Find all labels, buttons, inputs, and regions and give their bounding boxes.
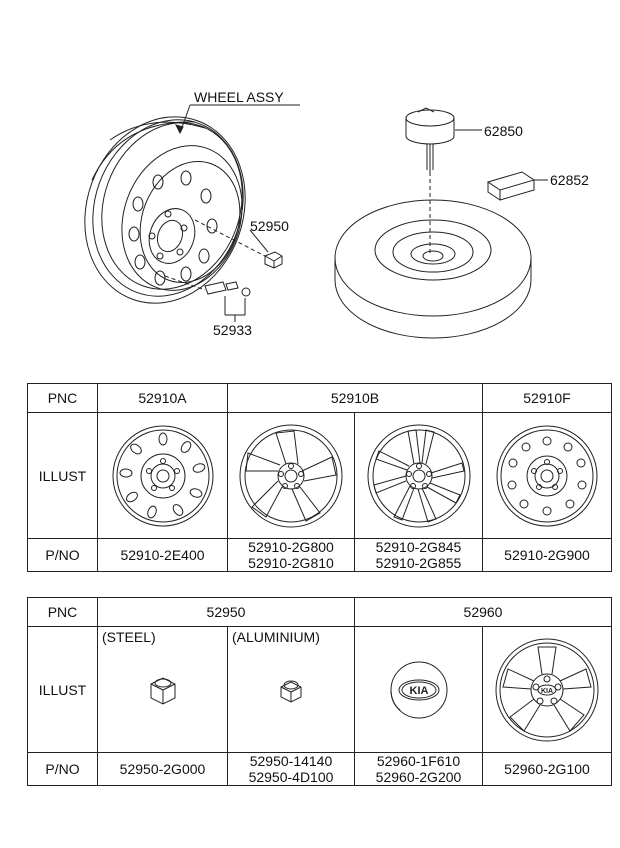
steel-wheel-illustration (496, 425, 598, 526)
steel-wheel-illustration (112, 425, 213, 526)
callout-52933: 52933 (213, 322, 252, 338)
pno-cell: 52960-2G100 (482, 752, 612, 786)
pnc-52960: 52960 (354, 597, 612, 627)
part-number: 52910-2G800 (248, 539, 334, 555)
spare-tire-illustration (334, 199, 532, 339)
pno-cell: 52960-1F610 52960-2G200 (354, 752, 483, 786)
part-number: 52910-2G855 (375, 555, 462, 571)
illust-aluminium-nut: (ALUMINIUM) (227, 626, 355, 753)
part-number: 52960-2G200 (375, 769, 462, 785)
callout-62852: 62852 (550, 172, 589, 188)
part-number: 52910-2G845 (375, 539, 462, 555)
pno-cell: 52950-14140 52950-4D100 (227, 752, 355, 786)
center-cap-illustration: KIA (390, 661, 447, 718)
lug-nut-dashed-line (194, 219, 266, 257)
illust-steel-wheel-f (482, 412, 612, 539)
part-number: 52950-14140 (249, 753, 333, 769)
pno-cell: 52910-2G845 52910-2G855 (354, 538, 483, 572)
valve-illustration (204, 281, 251, 297)
callout-62850: 62850 (484, 123, 523, 139)
spacer-block-illustration (486, 171, 536, 201)
lug-nut-illustration (264, 251, 283, 269)
wheel-parts-table: PNC 52910A 52910B 52910F ILLUST (27, 383, 612, 572)
hold-down-bolt-illustration (405, 107, 455, 172)
alloy-wheel-illustration (239, 424, 343, 527)
part-number: 52960-2G100 (504, 761, 590, 777)
wheel-assy-arrowhead (175, 124, 184, 135)
wheel-assy-label: WHEEL ASSY (194, 89, 284, 105)
illust-row-label: ILLUST (27, 626, 98, 753)
pno-cell: 52910-2G900 (482, 538, 612, 572)
pnc-52910b: 52910B (227, 383, 483, 413)
nut-cap-parts-table: PNC 52950 52960 ILLUST (STEEL) (ALUMINIU… (27, 597, 612, 786)
pno-cell: 52950-2G000 (97, 752, 228, 786)
exploded-wheel-diagram (84, 104, 548, 339)
kia-logo-text: KIA (541, 688, 553, 695)
pno-cell: 52910-2G800 52910-2G810 (227, 538, 355, 572)
callout-52950: 52950 (250, 218, 289, 234)
part-number: 52910-2G900 (504, 547, 590, 563)
c52950-leader (249, 229, 269, 253)
steel-label: (STEEL) (102, 629, 156, 645)
pno-cell: 52910-2E400 (97, 538, 228, 572)
alloy-wheel-illustration (367, 424, 470, 527)
aluminium-label: (ALUMINIUM) (232, 629, 320, 645)
illust-alloy-wheel-b1 (227, 412, 355, 539)
wheel-assembly-illustration (84, 116, 246, 304)
illust-alloy-wheel-b2 (354, 412, 483, 539)
illust-center-cap: KIA (354, 626, 483, 753)
steel-lug-nut-illustration (150, 676, 175, 705)
pnc-row-label: PNC (27, 383, 98, 413)
pnc-52910a: 52910A (97, 383, 228, 413)
part-number: 52950-4D100 (248, 769, 334, 785)
aluminium-lug-nut-illustration (280, 680, 302, 703)
pnc-52950: 52950 (97, 597, 355, 627)
part-number: 52910-2E400 (120, 547, 205, 563)
pno-row-label: P/NO (27, 538, 98, 572)
illust-wheel-cover: KIA (482, 626, 612, 753)
illust-steel-wheel-a (97, 412, 228, 539)
part-number: 52960-1F610 (376, 753, 461, 769)
part-number: 52950-2G000 (119, 761, 206, 777)
pnc-52910f: 52910F (482, 383, 612, 413)
illust-steel-nut: (STEEL) (97, 626, 228, 753)
wheel-cover-illustration: KIA (495, 638, 599, 741)
kia-logo-text: KIA (409, 685, 428, 697)
part-number: 52910-2G810 (248, 555, 334, 571)
pnc-row-label: PNC (27, 597, 98, 627)
pno-row-label: P/NO (27, 752, 98, 786)
valve-dashed-line (164, 275, 206, 291)
illust-row-label: ILLUST (27, 412, 98, 539)
